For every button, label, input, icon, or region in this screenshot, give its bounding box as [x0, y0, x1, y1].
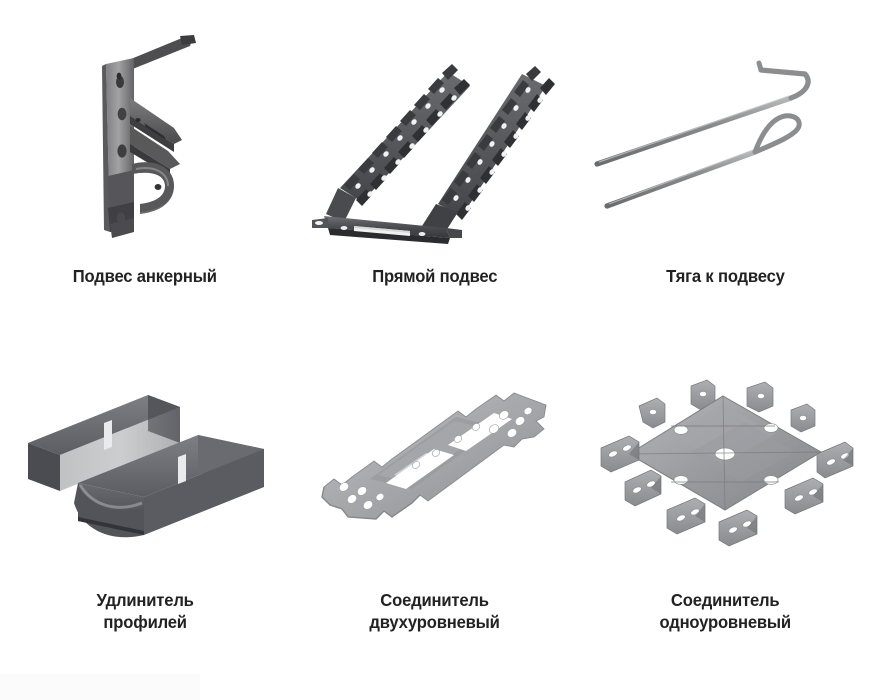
product-label-podves-ankernyy: Подвес анкерный: [73, 266, 217, 286]
product-label-udlinitel-profiley: Удлинитель профилей: [96, 590, 194, 633]
product-card-pryamoy-podves[interactable]: Прямой подвес: [290, 0, 580, 330]
product-image-udlinitel-profiley: [0, 330, 290, 565]
product-card-soedinitel-odnourovnevyy[interactable]: Соединитель одноуровневый: [580, 330, 870, 700]
product-card-tyaga-k-podvesu[interactable]: Тяга к подвесу: [580, 0, 870, 330]
product-image-tyaga-k-podvesu: [580, 0, 870, 263]
product-label-soedinitel-dvuhurovnevyy: Соединитель двухуровневый: [369, 590, 501, 633]
product-card-podves-ankernyy[interactable]: Подвес анкерный: [0, 0, 290, 330]
anchor-hanger-icon: [102, 34, 196, 238]
single-level-connector-icon: [600, 379, 854, 547]
two-level-connector-icon: [320, 391, 547, 520]
product-image-podves-ankernyy: [0, 0, 290, 263]
product-card-udlinitel-profiley[interactable]: Удлинитель профилей: [0, 330, 290, 700]
product-label-pryamoy-podves: Прямой подвес: [372, 266, 498, 286]
hanger-rod-icon: [593, 60, 811, 209]
profile-extender-icon: [28, 394, 264, 537]
product-image-soedinitel-odnourovnevyy: [580, 330, 870, 565]
product-card-soedinitel-dvuhurovnevyy[interactable]: Соединитель двухуровневый: [290, 330, 580, 700]
product-label-soedinitel-odnourovnevyy: Соединитель одноуровневый: [659, 590, 791, 633]
product-label-tyaga-k-podvesu: Тяга к подвесу: [665, 266, 785, 286]
straight-hanger-icon: [312, 64, 555, 244]
product-image-pryamoy-podves: [290, 0, 580, 263]
product-image-soedinitel-dvuhurovnevyy: [290, 330, 580, 565]
